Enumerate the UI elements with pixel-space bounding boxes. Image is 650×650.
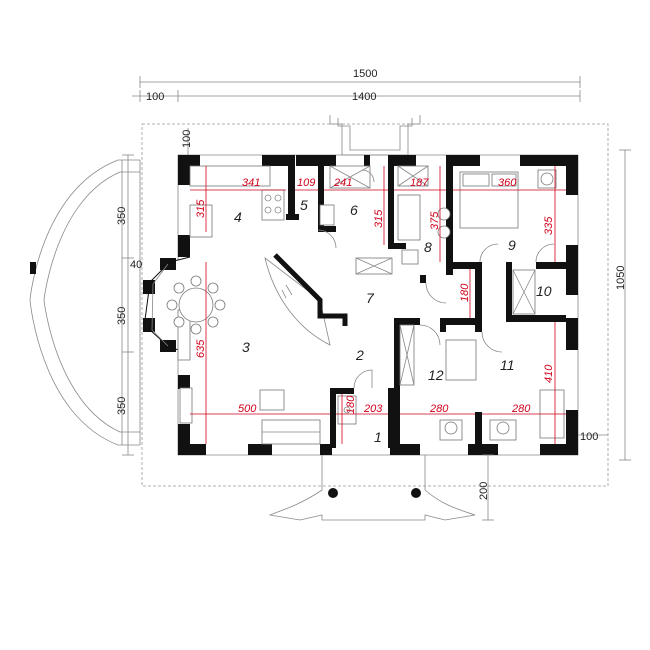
dim-r6-width: 241: [333, 177, 352, 189]
dim-left-40: 40: [130, 259, 142, 271]
room-number-6: 6: [350, 202, 358, 218]
dim-r4-depth: 315: [195, 199, 207, 218]
dim-r11-width: 280: [511, 403, 531, 415]
staircase: [264, 253, 348, 346]
dim-left-offset: 100: [146, 91, 164, 103]
room-number-5: 5: [300, 197, 308, 213]
dim-r12-width: 280: [429, 403, 449, 415]
room-number-10: 10: [536, 283, 552, 299]
outer-walls: [177, 154, 579, 456]
dim-r9-width: 360: [498, 177, 517, 189]
dim-left-350-top: 350: [116, 207, 128, 225]
dim-top-wall: 100: [181, 130, 193, 148]
dim-overall-width: 1500: [353, 68, 377, 80]
entrance-porch: [268, 455, 476, 521]
room-number-4: 4: [234, 209, 242, 225]
outer-dimension-lines: [122, 76, 631, 521]
dim-r1-width: 203: [363, 403, 383, 415]
room-number-3: 3: [242, 339, 250, 355]
room-number-11: 11: [500, 357, 515, 373]
dim-r8-width: 187: [410, 177, 429, 189]
dining-table: [166, 275, 226, 335]
dim-entrance-depth: 200: [478, 482, 490, 500]
dim-inner-width: 1400: [352, 91, 376, 103]
dim-r8-depth: 375: [429, 211, 441, 230]
dim-left-350-mid: 350: [116, 307, 128, 325]
top-porch: [329, 115, 421, 156]
room-number-1: 1: [374, 429, 382, 445]
dim-r3-width: 500: [238, 403, 257, 415]
red-dimension-lines: [190, 166, 566, 444]
dim-left-350-bottom: 350: [116, 397, 128, 415]
room-number-12: 12: [428, 367, 444, 383]
fixtures: [177, 165, 565, 445]
dim-r1-depth: 180: [345, 395, 357, 414]
dim-r6-depth: 315: [373, 209, 385, 228]
dim-r11-depth: 410: [543, 364, 555, 383]
dim-corridor-depth: 180: [459, 283, 471, 302]
room-number-7: 7: [366, 290, 375, 306]
dim-right-wall: 100: [580, 431, 598, 443]
dim-r9-depth: 335: [543, 216, 555, 235]
dim-depth: 1050: [615, 266, 627, 290]
dim-r4-width: 341: [242, 177, 260, 189]
room-number-8: 8: [424, 239, 432, 255]
site-outline: [141, 123, 609, 487]
room-number-9: 9: [508, 237, 516, 253]
room-number-2: 2: [355, 347, 364, 363]
dim-r5-width: 109: [297, 177, 315, 189]
dim-r3-depth: 635: [195, 339, 207, 358]
terrace: [29, 159, 141, 446]
door-swings: [317, 169, 555, 389]
